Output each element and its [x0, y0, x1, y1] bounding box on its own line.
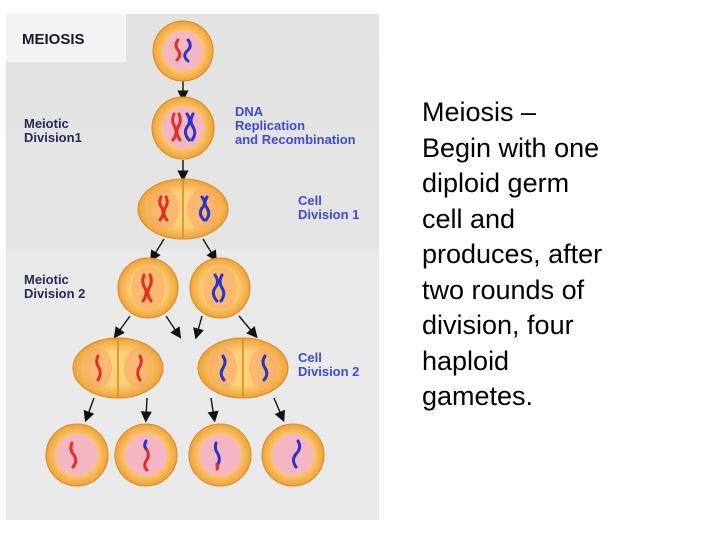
event-label-cell-division-1: Cell Division 1: [298, 193, 359, 222]
arrow-right-cell-left: [193, 315, 204, 340]
germ-cell: [152, 20, 214, 82]
stage-label-1-line-1: Meiotic: [24, 116, 69, 131]
chromosome-blue: [183, 38, 192, 63]
caption-text: Meiosis – Begin with one diploid germ ce…: [422, 97, 603, 411]
gamete-2: [114, 423, 178, 487]
secondary-cell-left: [117, 257, 179, 319]
chromosome-red: [174, 38, 182, 62]
arrow-division1-right: [202, 238, 217, 262]
event-label-2-line-2: Division 1: [298, 207, 359, 222]
dividing-cell-1: [137, 178, 229, 240]
gamete-3: [188, 423, 252, 487]
stage-label-2-line-2: Division 2: [24, 286, 85, 301]
arrow-division1-left: [150, 238, 165, 262]
event-label-3-line-1: Cell: [298, 350, 322, 365]
gamete-1: [45, 423, 109, 487]
diagram-header: MEIOSIS: [22, 31, 85, 48]
header-box: [6, 14, 126, 62]
arrow-gamete-4: [273, 397, 285, 423]
secondary-cell-right: [189, 257, 251, 319]
stage-label-meiotic-division-1: Meiotic Division1: [24, 116, 82, 145]
arrow-gamete-2: [140, 397, 152, 423]
event-label-1-line-2: Replication: [235, 118, 305, 133]
event-label-1-line-3: and Recombination: [235, 132, 356, 147]
stage-label-1-line-2: Division1: [24, 130, 82, 145]
arrow-right-cell-right: [238, 315, 258, 339]
replicated-cell: [151, 96, 215, 160]
event-label-cell-division-2: Cell Division 2: [298, 350, 359, 379]
stage-label-2-line-1: Meiotic: [24, 272, 69, 287]
event-label-dna-replication: DNA Replication and Recombination: [235, 104, 356, 147]
event-label-3-line-2: Division 2: [298, 364, 359, 379]
stage-label-meiotic-division-2: Meiotic Division 2: [24, 272, 85, 301]
dividing-cell-2-left: [72, 337, 164, 399]
arrow-left-cell-left: [113, 315, 131, 339]
event-label-2-line-1: Cell: [298, 193, 322, 208]
gamete-4: [261, 423, 325, 487]
arrow-left-cell-right: [165, 315, 182, 339]
arrow-gamete-1: [83, 397, 95, 423]
meiosis-diagram: MEIOSIS Meiotic Division1 Meiotic Divisi…: [6, 14, 379, 520]
event-label-1-line-1: DNA: [235, 104, 264, 119]
meiosis-diagram-svg: MEIOSIS Meiotic Division1 Meiotic Divisi…: [6, 14, 379, 520]
dividing-cell-2-right: [197, 337, 289, 399]
arrows: [83, 81, 285, 423]
arrow-gamete-3: [207, 397, 219, 423]
